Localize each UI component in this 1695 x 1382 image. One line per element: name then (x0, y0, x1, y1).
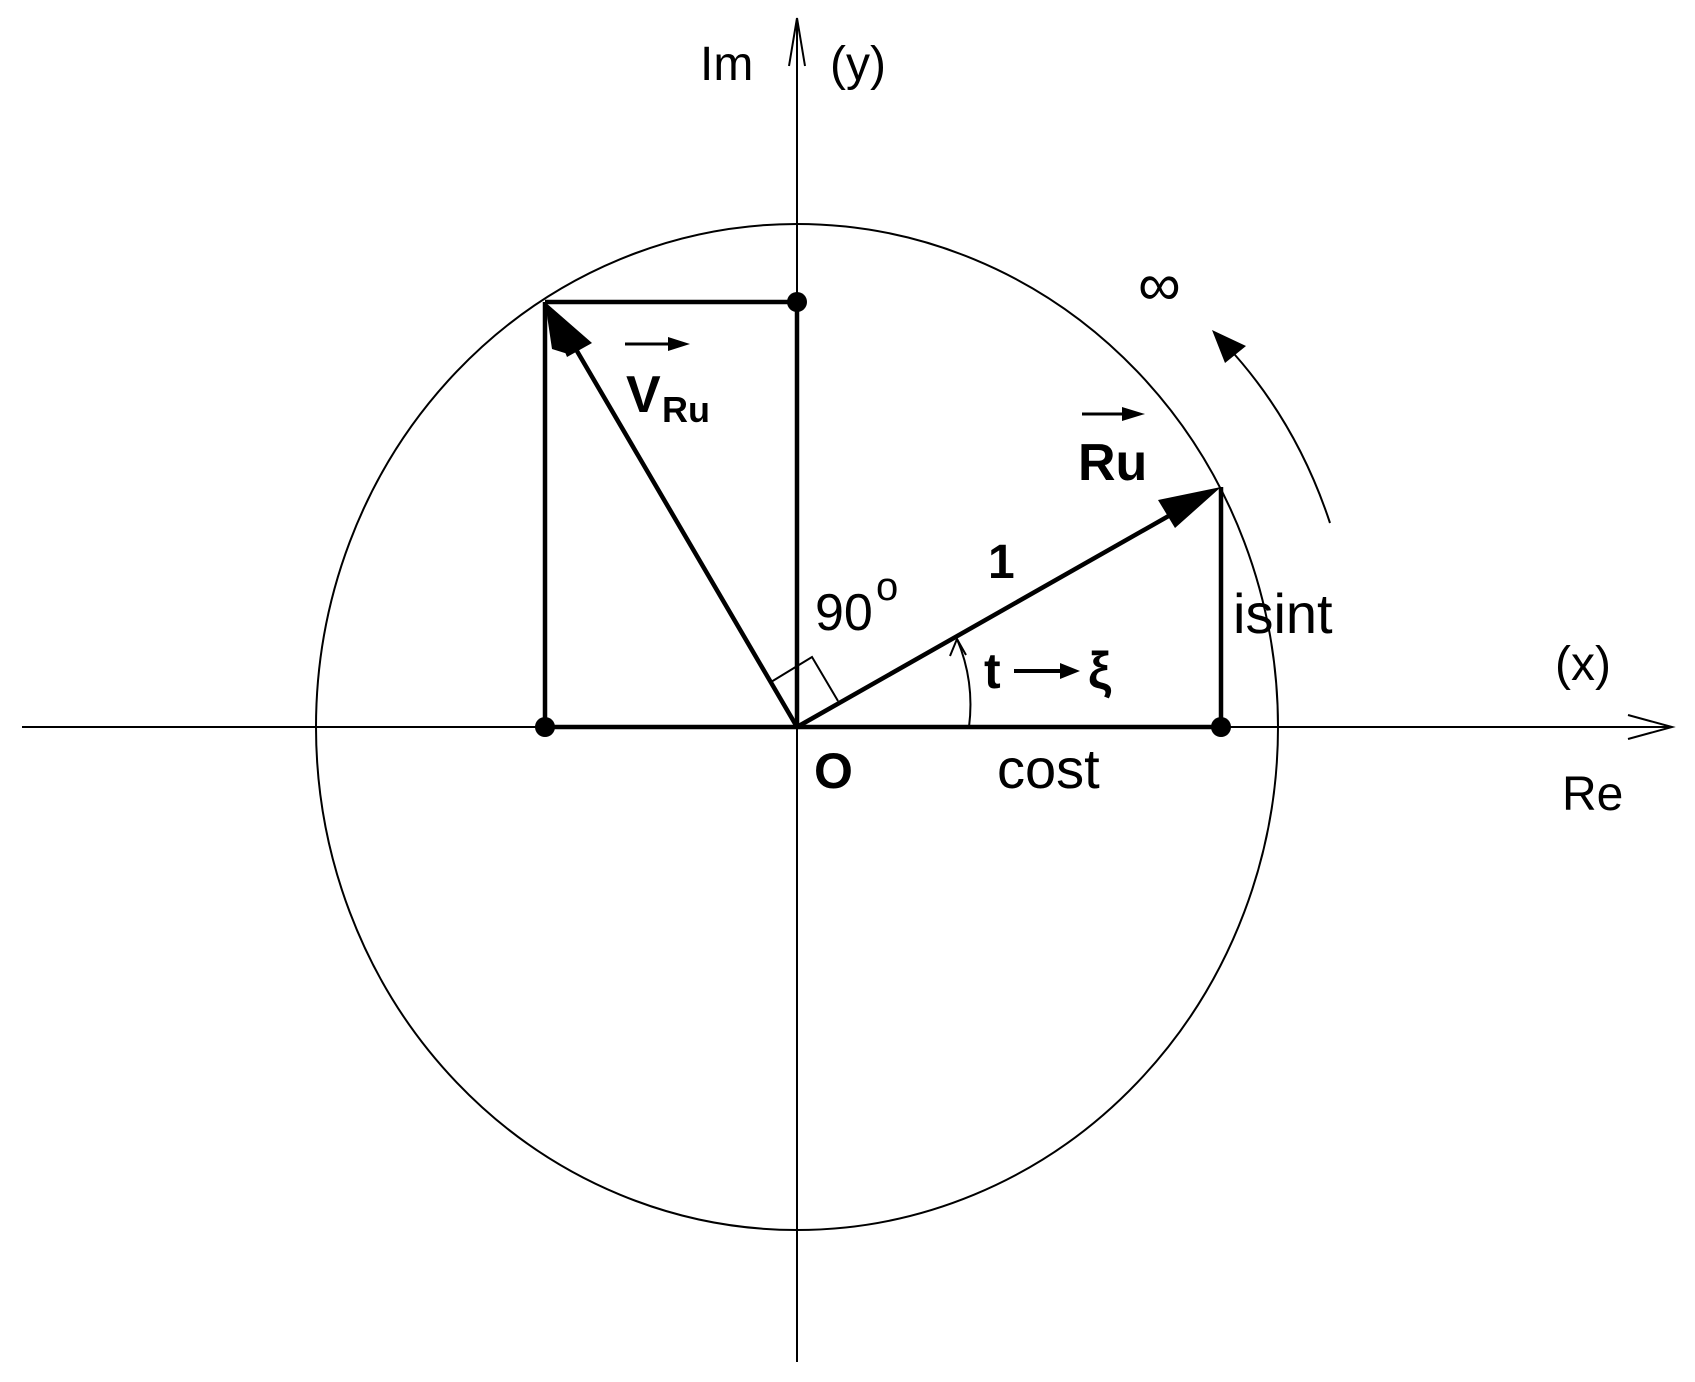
point-left (535, 717, 555, 737)
real-axis-arrowhead (1627, 714, 1676, 740)
point-right (1211, 717, 1231, 737)
v-ru-overarrow-head (668, 337, 690, 351)
angle-90-label: 90 (815, 584, 873, 642)
re-label: Re (1562, 768, 1623, 821)
ru-label: Ru (1078, 434, 1147, 492)
t-label: t (984, 643, 1001, 699)
rotation-arc (1225, 344, 1331, 524)
ru-arrowhead (1158, 487, 1221, 528)
v-ru-subscript-label: Ru (662, 389, 710, 430)
angle-t-arc-arrowhead (949, 636, 967, 657)
isint-label: isint (1233, 582, 1333, 645)
t-to-xi-arrowhead (1060, 663, 1080, 679)
imaginary-axis-arrowhead (788, 17, 806, 67)
magnitude-one-label: 1 (988, 536, 1015, 589)
infinity-label: ∞ (1138, 251, 1181, 318)
angle-90-degree-sign: o (876, 565, 898, 609)
v-ru-main-label: V (626, 366, 661, 424)
rotation-arrowhead (1212, 330, 1246, 363)
ru-vector (795, 499, 1197, 729)
origin-label: O (814, 743, 853, 799)
point-top (787, 292, 807, 312)
v-ru-arrowhead-fill (545, 302, 592, 357)
v-ru-vector (558, 320, 799, 729)
x-label: (x) (1555, 638, 1611, 691)
y-label: (y) (830, 38, 886, 91)
cost-label: cost (997, 737, 1100, 800)
im-label: Im (700, 38, 753, 91)
angle-t-arc (956, 638, 972, 728)
xi-label: ξ (1088, 642, 1112, 700)
ru-overarrow-head (1122, 407, 1145, 421)
right-angle-marker (770, 655, 839, 702)
